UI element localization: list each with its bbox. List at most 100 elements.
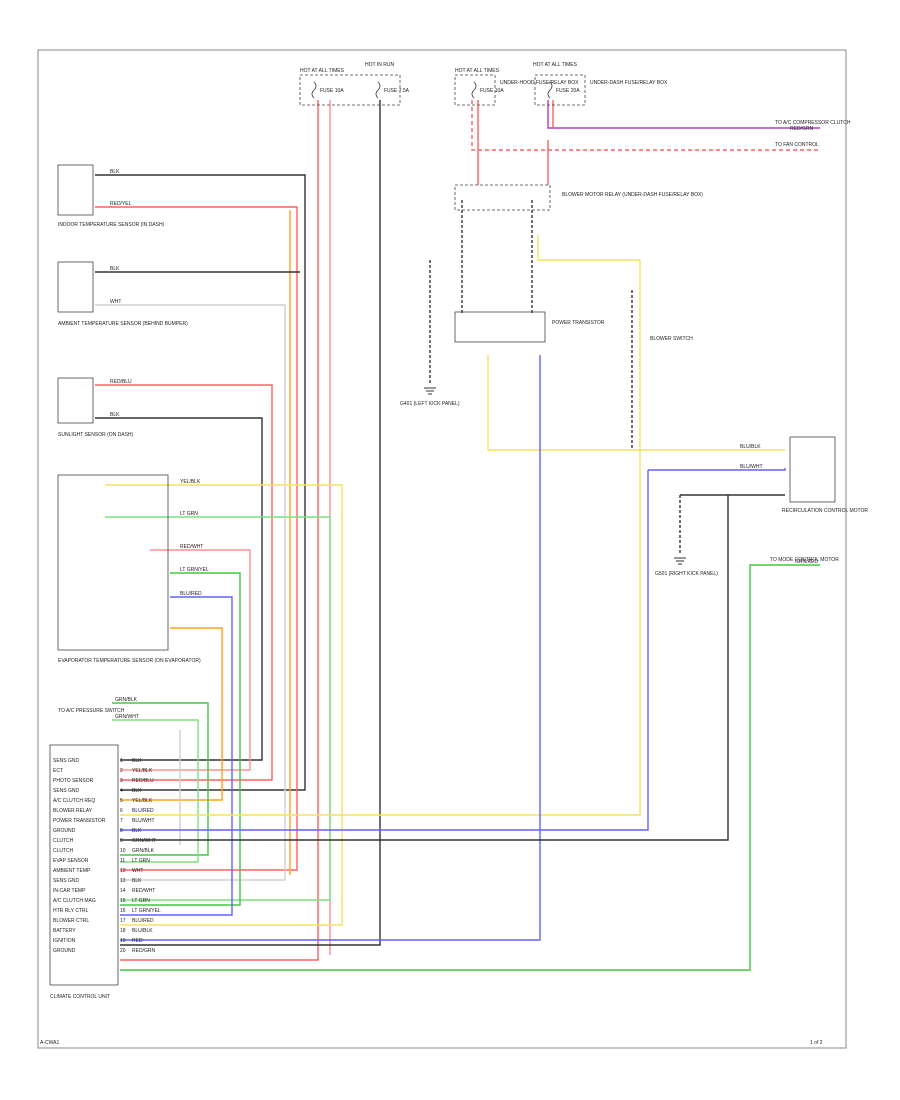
pin-label: POWER TRANSISTOR bbox=[53, 818, 106, 824]
pin-wire-color: LT GRN bbox=[132, 898, 150, 904]
pin-label: IGNITION bbox=[53, 938, 76, 944]
pin-label: A/C CLUTCH MAG bbox=[53, 898, 96, 904]
wire-blk-recirc bbox=[120, 495, 729, 841]
pin-wire-color: YEL/BLK bbox=[132, 798, 153, 804]
wire-tag-blu-blk: BLU/BLK bbox=[740, 444, 761, 450]
wire-blu-recirc2 bbox=[120, 470, 649, 831]
ground-symbol-1 bbox=[424, 387, 436, 395]
wire-tag-blk-2: BLK bbox=[110, 266, 120, 272]
fuse-element-2 bbox=[375, 81, 381, 99]
wire-blk-indoor bbox=[95, 174, 306, 791]
fuse-box-middle bbox=[454, 74, 496, 106]
evap-sensor-box bbox=[57, 474, 169, 651]
wire-tag-grn-blk: GRN/BLK bbox=[115, 697, 138, 703]
fuse-label-a: FUSE 10A bbox=[320, 88, 344, 94]
pin-number: 14 bbox=[120, 888, 126, 894]
power-transistor-box bbox=[454, 311, 546, 343]
sunlight-sensor-box bbox=[57, 377, 94, 424]
pin-number: 11 bbox=[120, 858, 125, 864]
pin-number: 18 bbox=[120, 928, 126, 934]
pin-label: GROUND bbox=[53, 828, 76, 834]
stepper-label: TO A/C PRESSURE SWITCH bbox=[58, 708, 125, 714]
pin-label: SENS GND bbox=[53, 758, 80, 764]
pin-label: HTR RLY CTRL bbox=[53, 908, 89, 914]
pin-wire-color: BLU/WHT bbox=[132, 818, 155, 824]
evaporator-sensor-label: EVAPORATOR TEMPERATURE SENSOR (ON EVAPOR… bbox=[58, 658, 201, 664]
indoor-sensor-box bbox=[57, 164, 94, 216]
body-ground-2-label: G501 (RIGHT KICK PANEL) bbox=[655, 571, 718, 577]
wire-tag-red-grn: RED/GRN bbox=[790, 126, 813, 132]
wire-tag-lt-grn: LT GRN bbox=[180, 511, 198, 517]
wire-grn-step1 bbox=[112, 702, 209, 856]
pin-number: 15 bbox=[120, 898, 126, 904]
to-compressor-label-1: TO A/C COMPRESSOR CLUTCH bbox=[775, 120, 851, 126]
climate-unit-label: CLIMATE CONTROL UNIT bbox=[50, 994, 110, 1000]
wire-tag-blk-3: BLK bbox=[110, 412, 120, 418]
wire-grn-2 bbox=[120, 572, 241, 906]
wire-tag-lt-grn-yel: LT GRN/YEL bbox=[180, 567, 209, 573]
pin-label: BATTERY bbox=[53, 928, 76, 934]
pin-wire-color: BLK bbox=[132, 758, 142, 764]
pin-number: 9 bbox=[120, 838, 123, 844]
pin-wire-color: BLK bbox=[132, 878, 142, 884]
underhood-box-label: UNDER-HOOD FUSE/RELAY BOX bbox=[500, 80, 579, 86]
pin-number: 10 bbox=[120, 848, 126, 854]
pin-label: ECT bbox=[53, 768, 63, 774]
wire-grn-step2 bbox=[112, 719, 199, 863]
fuse-element-3 bbox=[471, 81, 477, 99]
pin-wire-color: RED/BLU bbox=[132, 778, 154, 784]
sunlight-sensor-label: SUNLIGHT SENSOR (ON DASH) bbox=[58, 432, 134, 438]
fuse-header-4: HOT AT ALL TIMES bbox=[533, 62, 578, 68]
fuse-header-3: HOT AT ALL TIMES bbox=[455, 68, 500, 74]
blower-switch-label: BLOWER SWITCH bbox=[650, 336, 693, 342]
climate-unit-box bbox=[49, 744, 119, 986]
wire-tag-red-blu: RED/BLU bbox=[110, 379, 132, 385]
diagram-frame bbox=[37, 49, 847, 1049]
page-ref: 1 of 2 bbox=[810, 1040, 823, 1046]
wire-yel-relay bbox=[120, 235, 641, 816]
pin-label: A/C CLUTCH REQ bbox=[53, 798, 95, 804]
pin-label: AMBIENT TEMP bbox=[53, 868, 91, 874]
to-pcm-label: TO MODE CONTROL MOTOR bbox=[770, 557, 839, 563]
wire-red-indoor bbox=[95, 206, 298, 871]
pin-label: EVAP SENSOR bbox=[53, 858, 89, 864]
wire-wht-ambient bbox=[95, 304, 286, 881]
pin-wire-color: GRN/WHT bbox=[132, 838, 156, 844]
corner-label: A-CWA1 bbox=[40, 1040, 59, 1046]
fuse-box-left bbox=[299, 74, 401, 106]
blower-relay-box bbox=[454, 184, 551, 211]
pin-number: 2 bbox=[120, 768, 123, 774]
pin-number: 8 bbox=[120, 828, 123, 834]
pin-wire-color: BLU/BLK bbox=[132, 928, 153, 934]
pin-number: 4 bbox=[120, 788, 123, 794]
pin-label: SENS GND bbox=[53, 788, 80, 794]
pin-label: IN-CAR TEMP bbox=[53, 888, 86, 894]
pin-wire-color: LT GRN bbox=[132, 858, 150, 864]
pin-wire-color: RED/GRN bbox=[132, 948, 155, 954]
pin-label: SENS GND bbox=[53, 878, 80, 884]
ground-symbol-2 bbox=[674, 557, 686, 565]
blower-relay-label: BLOWER MOTOR RELAY (UNDER-DASH FUSE/RELA… bbox=[562, 192, 703, 198]
fuse-element-1 bbox=[311, 81, 317, 99]
fuse-header-2: HOT IN RUN bbox=[365, 62, 394, 68]
pin-number: 6 bbox=[120, 808, 123, 814]
pin-number: 7 bbox=[120, 818, 123, 824]
pin-label: CLUTCH bbox=[53, 848, 74, 854]
wire-tag-blu-wht: BLU/WHT bbox=[740, 464, 763, 470]
pin-number: 5 bbox=[120, 798, 123, 804]
pin-wire-color: LT GRN/YEL bbox=[132, 908, 161, 914]
wire-grn-pcm bbox=[120, 564, 820, 971]
wire-red-sun bbox=[95, 384, 273, 781]
wire-tag-grn-wht: GRN/WHT bbox=[115, 714, 139, 720]
indoor-temp-sensor-label: INDOOR TEMPERATURE SENSOR (IN DASH) bbox=[58, 222, 165, 228]
body-ground-1-label: G401 (LEFT KICK PANEL) bbox=[400, 401, 460, 407]
recirc-motor-label: RECIRCULATION CONTROL MOTOR bbox=[782, 508, 868, 514]
pin-wire-color: YEL/BLK bbox=[132, 768, 153, 774]
pin-wire-color: BLU/RED bbox=[132, 808, 154, 814]
power-transistor-label: POWER TRANSISTOR bbox=[552, 320, 605, 326]
fuse-element-4 bbox=[547, 81, 553, 99]
pin-number: 17 bbox=[120, 918, 126, 924]
under-dash-box-label: UNDER-DASH FUSE/RELAY BOX bbox=[590, 80, 668, 86]
pin-label: BLOWER CTRL bbox=[53, 918, 89, 924]
pin-label: GROUND bbox=[53, 948, 76, 954]
